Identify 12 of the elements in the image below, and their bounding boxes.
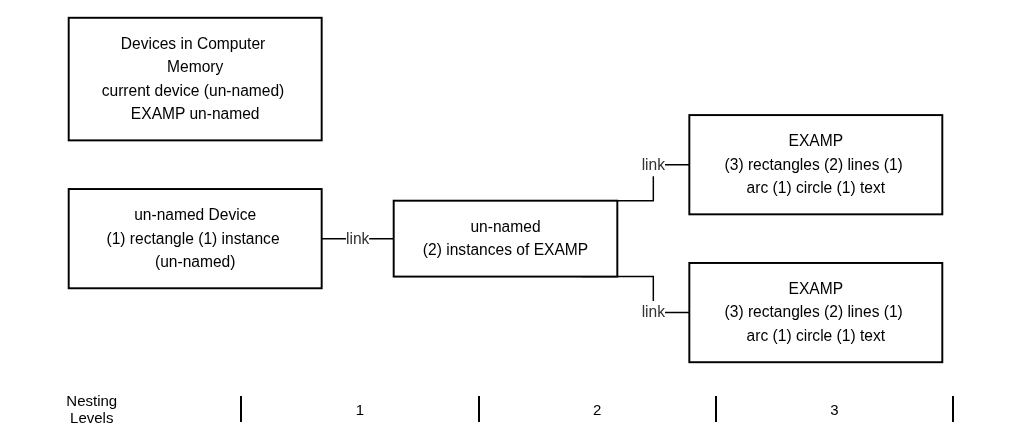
level-number: 3 (830, 400, 839, 418)
level-number: 1 (355, 400, 365, 418)
level-number: 2 (593, 400, 602, 418)
edge-label: link (641, 303, 666, 320)
edge-label: link (345, 229, 370, 246)
node-box: un-named Device (1) rectangle (1) instance (un-named) (67, 187, 323, 289)
edge-label: link (641, 155, 666, 172)
node-box: Devices in Computer Memory current device (un-named) EXAMP un-named (67, 16, 323, 141)
node-box: EXAMP (3) rectangles (2) lines (1) arc (1) circle (1) text (688, 113, 944, 215)
node-box: un-named (2) instances of EXAMP (392, 199, 619, 278)
node-box: EXAMP (3) rectangles (2) lines (1) arc (1) circle (1) text (688, 261, 944, 363)
axis-title: Nesting Levels (65, 392, 119, 426)
